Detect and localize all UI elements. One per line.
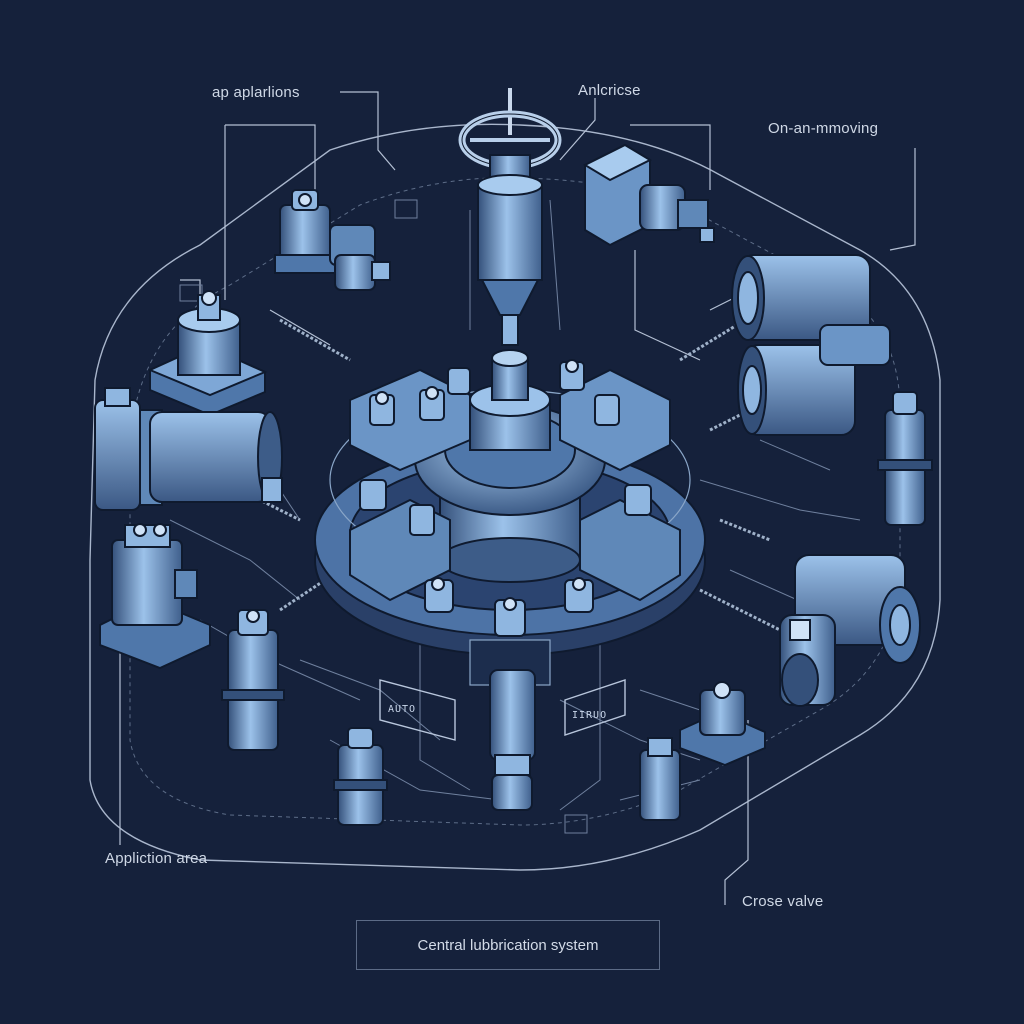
plate-right-text: IIRUO [572, 710, 607, 721]
ring-fittings [359, 359, 652, 637]
leader-bottom-right [724, 720, 749, 905]
plate-left-text: AUTO [388, 704, 416, 715]
bottom-right-fittings [639, 681, 766, 821]
label-bottom-right: Crose valve [742, 893, 824, 910]
leader-top-center-2 [630, 124, 711, 190]
lower-left-cartridge [221, 609, 285, 751]
left-base-fitting-upper [147, 290, 268, 417]
top-left-valve [274, 189, 391, 291]
bottom-center-valve [489, 669, 536, 811]
top-handwheel-valve [458, 88, 562, 346]
right-lower-valve [779, 554, 921, 707]
arm-south-east [579, 498, 681, 602]
platform-inner-outline [129, 177, 901, 826]
label-top-center: Anlcricse [578, 82, 641, 99]
label-top-right: On-an-mmoving [768, 120, 879, 137]
top-right-box-valve [582, 143, 715, 247]
label-bottom-left: Appliction area [105, 850, 208, 867]
leader-top-right [889, 148, 916, 251]
plate-right [564, 679, 626, 736]
left-lower-valve [99, 523, 211, 670]
right-middle-cylinder [737, 324, 891, 436]
right-cartridge [877, 391, 933, 526]
bottom-canister [333, 727, 388, 826]
diagram-title: Central lubbrication system [417, 936, 599, 954]
leader-top-left-2 [225, 124, 316, 195]
diagram-title-box: Central lubbrication system [356, 920, 660, 970]
leader-top-left [340, 91, 396, 171]
label-plates [379, 679, 626, 741]
left-cylinder [94, 387, 283, 511]
leader-top-center [559, 98, 596, 161]
plate-left [379, 679, 456, 741]
label-top-left: ap aplarlions [212, 84, 300, 101]
right-upper-cylinder [731, 254, 871, 341]
platform-outline [89, 123, 941, 871]
